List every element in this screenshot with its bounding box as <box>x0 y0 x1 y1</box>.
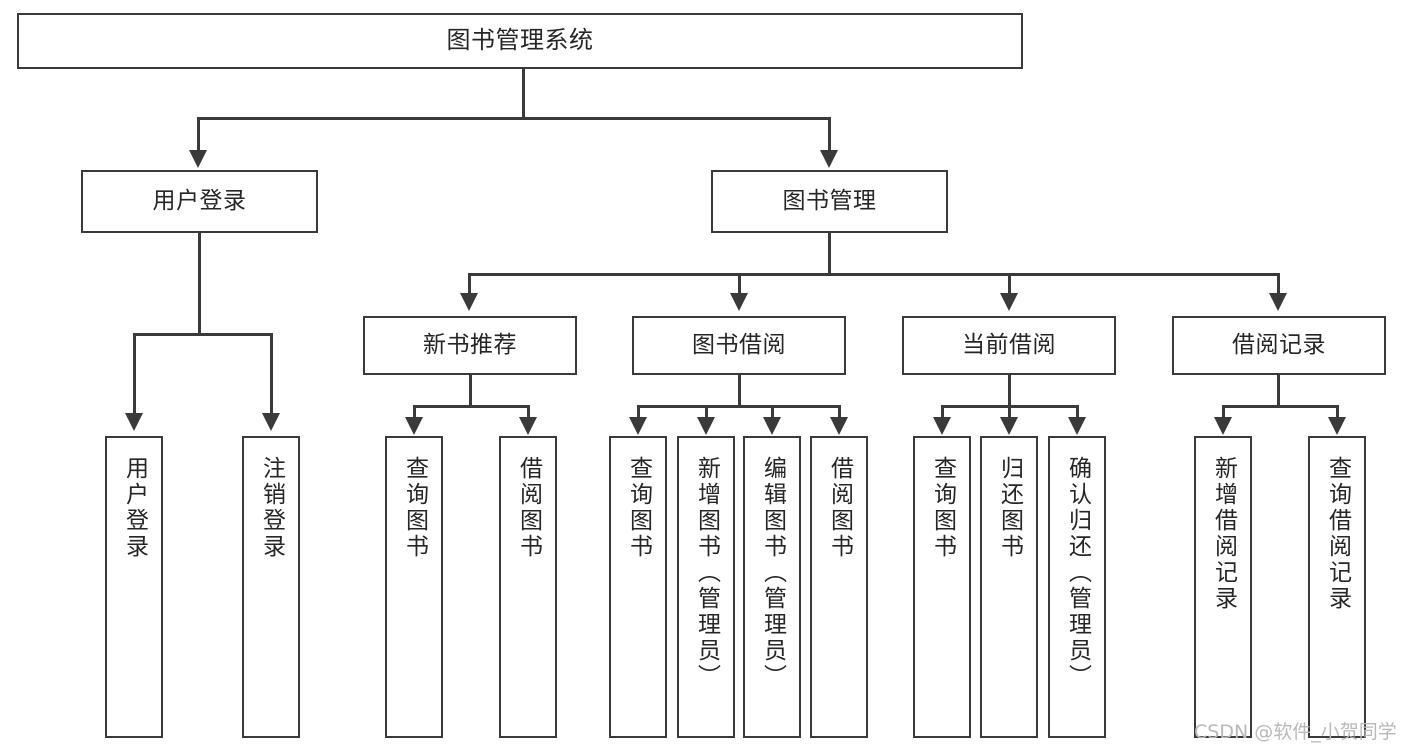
connector-level2-bus <box>197 117 831 120</box>
node-label: 图书借阅 <box>692 332 786 359</box>
connector-user-login-bus <box>133 333 273 336</box>
node-label: 查询图书 <box>625 456 652 560</box>
node-label: 查询借阅记录 <box>1324 456 1351 612</box>
arrowhead-confirm-return <box>1068 417 1086 435</box>
arrowhead-new-book <box>460 293 478 311</box>
connector-book-borrow-bus <box>637 405 841 408</box>
arrowhead-user-login <box>189 150 207 168</box>
node-label: 查询图书 <box>929 456 956 560</box>
leaf-user-login[interactable]: 用户登录 <box>105 436 163 738</box>
leaf-add-book[interactable]: 新增图书（管理员） <box>677 436 735 738</box>
connector-level3-bus <box>468 273 1280 276</box>
arrowhead-edit-book <box>763 417 781 435</box>
connector-drop-add-book <box>705 405 708 419</box>
node-label: 查询图书 <box>401 456 428 560</box>
node-label: 注销登录 <box>258 456 285 560</box>
leaf-query-book-borrow[interactable]: 查询图书 <box>609 436 667 738</box>
connector-borrow-record-bus <box>1222 405 1339 408</box>
node-label: 图书管理系统 <box>446 26 594 55</box>
arrowhead-book-borrow <box>730 293 748 311</box>
connector-drop-borrow-book-2 <box>838 405 841 419</box>
leaf-add-borrow-record[interactable]: 新增借阅记录 <box>1194 436 1252 738</box>
leaf-confirm-return[interactable]: 确认归还（管理员） <box>1048 436 1106 738</box>
connector-drop-edit-book <box>771 405 774 419</box>
node-label: 用户登录 <box>121 456 148 560</box>
arrowhead-query-book-3 <box>933 417 951 435</box>
connector-drop-query-book-3 <box>941 405 944 419</box>
connector-new-book-stem <box>469 375 472 407</box>
connector-new-book-bus <box>413 405 530 408</box>
connector-borrow-record-stem <box>1277 375 1280 407</box>
leaf-borrow-book[interactable]: 借阅图书 <box>810 436 868 738</box>
node-label: 编辑图书（管理员） <box>759 456 786 690</box>
node-label: 用户登录 <box>152 188 247 215</box>
connector-drop-leaf-user-login <box>133 333 136 415</box>
connector-drop-query-book-1 <box>413 405 416 419</box>
connector-drop-add-record <box>1222 405 1225 419</box>
connector-drop-return-book <box>1008 405 1011 419</box>
arrowhead-borrow-book-1 <box>519 417 537 435</box>
node-new-book-recommend[interactable]: 新书推荐 <box>363 316 577 375</box>
arrowhead-query-book-2 <box>629 417 647 435</box>
arrowhead-query-book-1 <box>405 417 423 435</box>
connector-drop-current-borrow <box>1008 273 1011 295</box>
arrowhead-leaf-logout <box>262 413 280 431</box>
node-label: 当前借阅 <box>962 332 1056 359</box>
connector-drop-book-management <box>828 117 831 152</box>
connector-root-stem <box>522 69 525 119</box>
node-label: 归还图书 <box>996 456 1023 560</box>
node-book-borrow[interactable]: 图书借阅 <box>632 316 846 375</box>
leaf-query-book-recommend[interactable]: 查询图书 <box>385 436 443 738</box>
arrowhead-book-management <box>820 150 838 168</box>
connector-drop-user-login <box>197 117 200 152</box>
connector-drop-confirm-return <box>1076 405 1079 419</box>
arrowhead-query-record <box>1328 417 1346 435</box>
node-label: 新增借阅记录 <box>1210 456 1237 612</box>
arrowhead-borrow-book-2 <box>830 417 848 435</box>
leaf-query-borrow-record[interactable]: 查询借阅记录 <box>1308 436 1366 738</box>
connector-drop-new-book <box>468 273 471 295</box>
connector-drop-query-book-2 <box>637 405 640 419</box>
node-label: 确认归还（管理员） <box>1064 456 1091 690</box>
node-user-login[interactable]: 用户登录 <box>81 170 318 233</box>
arrowhead-return-book <box>1000 417 1018 435</box>
leaf-logout[interactable]: 注销登录 <box>242 436 300 738</box>
connector-drop-leaf-logout <box>270 333 273 415</box>
node-book-management[interactable]: 图书管理 <box>711 170 948 233</box>
node-root-book-management-system[interactable]: 图书管理系统 <box>17 13 1023 69</box>
leaf-edit-book[interactable]: 编辑图书（管理员） <box>743 436 801 738</box>
connector-book-management-stem <box>828 233 831 275</box>
connector-drop-borrow-record <box>1277 273 1280 295</box>
connector-current-borrow-stem <box>1008 375 1011 407</box>
connector-drop-query-record <box>1336 405 1339 419</box>
node-label: 图书管理 <box>782 188 877 215</box>
node-borrow-record[interactable]: 借阅记录 <box>1172 316 1386 375</box>
arrowhead-borrow-record <box>1269 293 1287 311</box>
node-current-borrow[interactable]: 当前借阅 <box>902 316 1116 375</box>
node-label: 新增图书（管理员） <box>693 456 720 690</box>
arrowhead-add-book <box>697 417 715 435</box>
arrowhead-add-record <box>1214 417 1232 435</box>
leaf-query-book-current[interactable]: 查询图书 <box>913 436 971 738</box>
connector-book-borrow-stem <box>738 375 741 407</box>
connector-drop-borrow-book-1 <box>527 405 530 419</box>
node-label: 借阅图书 <box>826 456 853 560</box>
node-label: 借阅图书 <box>515 456 542 560</box>
leaf-borrow-book-recommend[interactable]: 借阅图书 <box>499 436 557 738</box>
node-label: 新书推荐 <box>423 332 517 359</box>
connector-user-login-stem <box>198 233 201 335</box>
arrowhead-leaf-user-login <box>125 413 143 431</box>
connector-drop-book-borrow <box>738 273 741 295</box>
arrowhead-current-borrow <box>1000 293 1018 311</box>
node-label: 借阅记录 <box>1232 332 1326 359</box>
leaf-return-book[interactable]: 归还图书 <box>980 436 1038 738</box>
